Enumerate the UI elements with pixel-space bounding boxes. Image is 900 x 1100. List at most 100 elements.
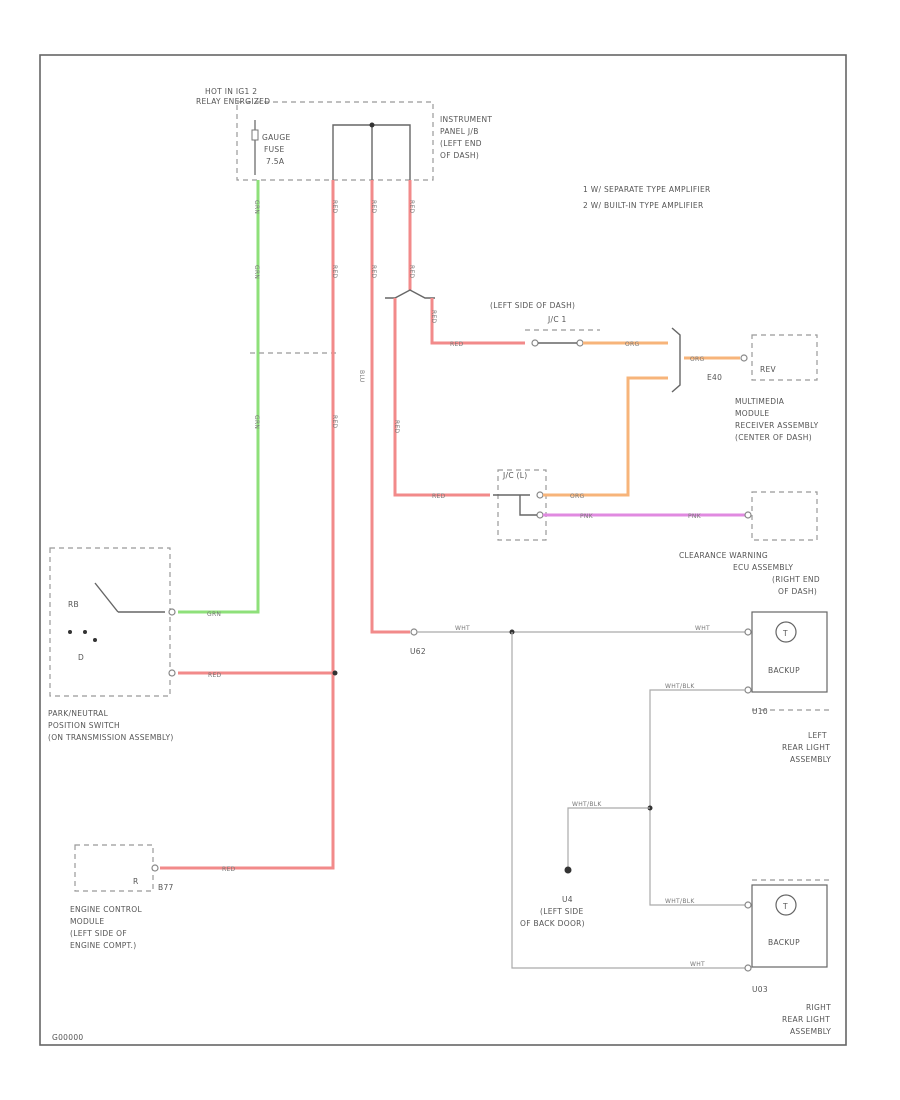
conn-b77: B77 <box>158 883 174 892</box>
jcl-connector-2 <box>536 511 544 519</box>
wire-label-grn-4: GRN <box>207 611 221 618</box>
left-rear-conn-2 <box>744 686 752 694</box>
ecm-box <box>74 844 154 892</box>
rev-connector <box>740 354 748 362</box>
wire-label-red-8: RED <box>408 200 415 214</box>
wht-blk-wire <box>649 689 745 906</box>
wire-label-red-6: RED <box>370 200 377 214</box>
backup-label-2: BACKUP <box>768 938 800 947</box>
wire-label-red-7: RED <box>370 265 377 279</box>
wire-label-wht-3: WHT <box>690 961 705 968</box>
right-rear-label-1: RIGHT <box>806 1003 831 1012</box>
green-wire <box>178 180 260 614</box>
rb-label: RB <box>68 600 79 609</box>
ground-label-3: OF BACK DOOR) <box>520 919 585 928</box>
left-rear-label-3: ASSEMBLY <box>790 755 831 764</box>
ecm-connector <box>151 864 159 872</box>
park-label-1: PARK/NEUTRAL <box>48 709 109 718</box>
red-wire-rear <box>370 180 410 634</box>
jc1-label: J/C 1 <box>547 315 567 324</box>
wire-label-red-12: RED <box>393 420 400 434</box>
fuse-block <box>236 101 434 181</box>
wire-label-org-2: ORG <box>690 356 704 363</box>
ip-jb-label-3: (LEFT END <box>440 139 482 148</box>
wire-label-wb-2: WHT/BLK <box>665 898 695 905</box>
r-label: R <box>133 877 139 886</box>
right-rear-label-3: ASSEMBLY <box>790 1027 831 1036</box>
wire-label-pnk-2: PNK <box>688 513 702 520</box>
wire-label-red-2: RED <box>331 265 338 279</box>
park-label-2: POSITION SWITCH <box>48 721 120 730</box>
ecm-label-3: (LEFT SIDE OF <box>70 929 127 938</box>
wire-label-red-10: RED <box>430 310 437 324</box>
lamp-icon: T <box>775 894 797 916</box>
jc1-connector-1 <box>531 339 539 347</box>
lamp-icon: T <box>775 621 797 643</box>
left-rear-label-2: REAR LIGHT <box>782 743 830 752</box>
multimedia-bracket <box>671 327 681 393</box>
wire-label-red-1: RED <box>331 200 338 214</box>
multimedia-label-4: (CENTER OF DASH) <box>735 433 812 442</box>
red-wire-jc1 <box>430 298 525 345</box>
wire-label-wb-3: WHT/BLK <box>572 801 602 808</box>
clearance-label-1: CLEARANCE WARNING <box>679 551 768 560</box>
relay-label: RELAY ENERGIZED <box>196 97 270 106</box>
jcl-connector-1 <box>536 491 544 499</box>
switch-icon <box>68 582 165 642</box>
jcl-link <box>493 494 537 516</box>
park-conn-1 <box>168 608 176 616</box>
multimedia-label-1: MULTIMEDIA <box>735 397 785 406</box>
left-rear-light <box>751 611 828 693</box>
wire-label-org-1: ORG <box>625 341 639 348</box>
u62-connector <box>410 628 418 636</box>
ecm-label-2: MODULE <box>70 917 104 926</box>
wire-label-red-4: RED <box>208 672 222 679</box>
diagram-frame <box>39 54 847 1046</box>
ip-jb-label-4: OF DASH) <box>440 151 479 160</box>
clearance-connector <box>744 511 752 519</box>
clearance-label-3: (RIGHT END <box>772 575 820 584</box>
rev-label: REV <box>760 365 777 374</box>
ground-icon <box>564 866 572 874</box>
gauge-fuse-label-2: FUSE <box>264 145 285 154</box>
gauge-fuse-label-3: 7.5A <box>266 157 285 166</box>
gauge-fuse-label: GAUGE <box>262 133 290 142</box>
jc1-connector-2 <box>576 339 584 347</box>
left-side-dash-label: (LEFT SIDE OF DASH) <box>490 301 575 310</box>
backup-label-1: BACKUP <box>768 666 800 675</box>
ground-label-2: (LEFT SIDE <box>540 907 583 916</box>
conn-u62: U62 <box>410 647 426 656</box>
clearance-label-4: OF DASH) <box>778 587 817 596</box>
right-rear-conn-1 <box>744 901 752 909</box>
ecm-label-1: ENGINE CONTROL <box>70 905 142 914</box>
note-2: 2 W/ BUILT-IN TYPE AMPLIFIER <box>583 201 703 210</box>
wire-label-wb-1: WHT/BLK <box>665 683 695 690</box>
wire-label-org-3: ORG <box>570 493 584 500</box>
jcl-label: J/C (L) <box>502 471 528 480</box>
ground-branch <box>567 807 650 868</box>
fuse-icon <box>251 120 259 175</box>
orange-wire-3 <box>543 376 668 497</box>
d-label: D <box>78 653 84 662</box>
alt-route <box>385 289 435 299</box>
ip-jb-label-2: PANEL J/B <box>440 127 479 136</box>
wire-label-pnk-1: PNK <box>580 513 594 520</box>
red-wire-park <box>160 180 335 870</box>
white-wire-right <box>511 632 745 969</box>
red-wire-jcl <box>393 298 490 497</box>
instrument-panel-jb <box>332 122 411 180</box>
wire-label-red-5: RED <box>222 866 236 873</box>
wire-label-wht-1: WHT <box>455 625 470 632</box>
clearance-ecu <box>751 491 818 541</box>
note-1: 1 W/ SEPARATE TYPE AMPLIFIER <box>583 185 711 194</box>
wire-label-red-13: RED <box>432 493 446 500</box>
park-switch-box <box>49 547 171 697</box>
ip-jb-label-1: INSTRUMENT <box>440 115 492 124</box>
splice-node-1 <box>332 670 338 676</box>
wire-label-grn-2: GRN <box>253 265 260 279</box>
svg-text:T: T <box>782 629 788 638</box>
wire-label-red-3: RED <box>331 415 338 429</box>
svg-text:T: T <box>782 902 788 911</box>
conn-u03: U03 <box>752 985 768 994</box>
multimedia-label-2: MODULE <box>735 409 769 418</box>
